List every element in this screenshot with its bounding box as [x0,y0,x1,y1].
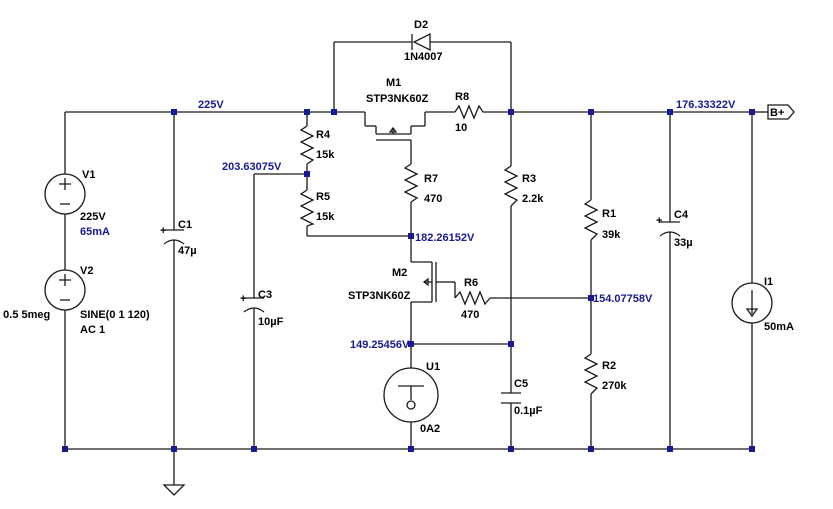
r8-value-label: 10 [455,122,467,134]
net-voltage-input: 225V [198,99,224,111]
v2-params-label: 0 0.5 5meg [0,309,50,321]
i1-name-label: I1 [764,276,773,288]
junction-dot [62,446,68,452]
junction-dot [408,341,414,347]
net-voltage-output: 176.33322V [676,99,736,111]
output-port-label: B+ [770,107,784,119]
ground-symbol [162,484,186,496]
output-port-b-plus[interactable] [767,104,795,120]
c4-value-label: 33µ [674,237,693,249]
r5-value-label: 15k [316,211,335,223]
net-voltage-gate: 182.26152V [415,232,475,244]
c1-name-label: C1 [178,219,192,231]
r3-value-label: 2.2k [522,193,544,205]
resistor-r4[interactable] [299,125,315,165]
v1-name-label: V1 [82,169,95,181]
c5-name-label: C5 [514,378,528,390]
c4-name-label: C4 [674,209,689,221]
r5-name-label: R5 [316,191,330,203]
resistor-r3[interactable] [503,165,519,207]
m1-name-label: M1 [386,77,401,89]
svg-text:+: + [656,215,662,227]
svg-text:+: + [160,225,166,237]
v2-ac-label: AC 1 [80,324,105,336]
c3-value-label: 10µF [258,316,284,328]
v2-name-label: V2 [80,265,93,277]
capacitor-c1[interactable]: + [160,225,185,245]
resistor-r5[interactable] [299,189,315,227]
svg-text:+: + [240,293,246,305]
junction-dot [304,109,310,115]
voltage-reference-tube-u1[interactable] [383,367,439,423]
junction-dot [508,109,514,115]
junction-dot [667,446,673,452]
mosfet-m1[interactable] [375,126,412,141]
r4-value-label: 15k [316,149,335,161]
r6-name-label: R6 [464,277,478,289]
junction-dot [749,109,755,115]
resistor-r2[interactable] [583,353,599,395]
m2-value-label: STP3NK60Z [348,290,411,302]
junction-dot [508,341,514,347]
r1-name-label: R1 [602,208,616,220]
mosfet-m2[interactable] [422,262,445,302]
junction-dot [667,109,673,115]
wires [64,41,768,485]
resistor-r7[interactable] [403,163,419,203]
junction-dot [408,446,414,452]
junction-dot [171,109,177,115]
r7-value-label: 470 [424,193,442,205]
m1-value-label: STP3NK60Z [366,93,429,105]
v1-value-label: 225V [80,211,106,223]
c5-value-label: 0.1µF [514,405,543,417]
r2-value-label: 270k [602,380,627,392]
junction-dot [588,109,594,115]
resistor-r8[interactable] [454,104,485,120]
net-voltage-sense: 154.07758V [593,293,653,305]
junction-dot [408,233,414,239]
r7-name-label: R7 [424,173,438,185]
junction-dots [62,109,755,452]
diode-d2[interactable] [411,32,431,52]
capacitor-c3[interactable]: + [240,293,265,313]
v2-sine-label: SINE(0 1 120) [80,309,150,321]
junction-dot [304,171,310,177]
r2-name-label: R2 [602,360,616,372]
resistor-r1[interactable] [583,199,599,241]
junction-dot [331,109,337,115]
capacitor-c4[interactable]: + [656,215,681,237]
r1-value-label: 39k [602,229,621,241]
r4-name-label: R4 [316,129,331,141]
r3-name-label: R3 [522,173,536,185]
u1-name-label: U1 [426,361,440,373]
capacitor-c5[interactable] [501,392,521,404]
c3-name-label: C3 [258,289,272,301]
r6-value-label: 470 [461,309,479,321]
voltage-source-v2[interactable] [44,269,86,311]
d2-value-label: 1N4007 [404,51,443,63]
junction-dot [171,446,177,452]
junction-dot [251,446,257,452]
u1-value-label: 0A2 [420,423,440,435]
resistor-r6[interactable] [454,290,491,306]
junction-dot [588,446,594,452]
junction-dot [588,295,594,301]
r8-name-label: R8 [455,91,469,103]
net-voltage-reference: 149.25456V [350,339,410,351]
i1-value-label: 50mA [764,321,794,333]
v1-current-label: 65mA [80,226,110,238]
m2-name-label: M2 [392,267,407,279]
c1-value-label: 47µ [178,245,197,257]
junction-dot [508,446,514,452]
current-source-i1[interactable] [731,282,773,324]
d2-name-label: D2 [414,19,428,31]
net-voltage-divider: 203.63075V [222,161,282,173]
junction-dot [749,446,755,452]
voltage-source-v1[interactable] [44,173,86,215]
